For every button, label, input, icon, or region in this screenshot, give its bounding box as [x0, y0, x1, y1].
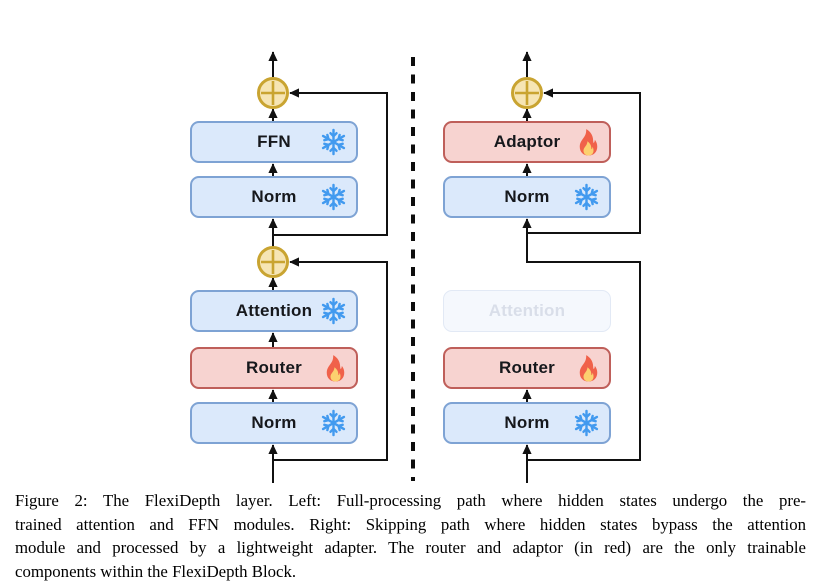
block-label: Attention: [235, 301, 313, 320]
router-block: Router: [190, 347, 358, 389]
block-label: Norm: [504, 187, 550, 206]
figure-caption: Figure 2: The FlexiDepth layer. Left: Fu…: [15, 489, 806, 583]
snowflake-icon: [319, 297, 348, 326]
connection-wires: [257, 51, 641, 483]
block-label: FFN: [257, 132, 291, 151]
caption-line: module and processed by a lightweight ad…: [15, 538, 806, 558]
snowflake-icon: [319, 128, 348, 157]
ffn-block: FFN: [190, 121, 358, 163]
fire-icon: [576, 353, 601, 383]
attention-block: Attention: [190, 290, 358, 332]
snowflake-icon: [572, 409, 601, 438]
adaptor-block: Adaptor: [443, 121, 611, 163]
caption-line: Figure 2: The FlexiDepth layer. Left: Fu…: [15, 491, 806, 510]
flexidepth-diagram: FFN Norm Attention: [190, 51, 641, 483]
residual-add-icon: [511, 77, 543, 109]
snowflake-icon: [319, 183, 348, 212]
block-label: Norm: [251, 413, 297, 432]
residual-add-icon: [257, 77, 289, 109]
block-label: Norm: [251, 187, 297, 206]
fire-icon: [323, 353, 348, 383]
attention-skipped-block: Attention: [443, 290, 611, 332]
snowflake-icon: [319, 409, 348, 438]
block-label: Attention: [488, 301, 566, 320]
norm-block: Norm: [443, 176, 611, 218]
caption-line: components within the FlexiDepth Block.: [15, 561, 297, 581]
block-label: Adaptor: [493, 132, 561, 151]
snowflake-icon: [572, 183, 601, 212]
block-label: Router: [499, 358, 555, 377]
norm-block: Norm: [443, 402, 611, 444]
fire-icon: [576, 127, 601, 157]
signal-flow-arrows: [268, 51, 641, 483]
router-block: Router: [443, 347, 611, 389]
residual-add-icon: [257, 246, 289, 278]
norm-block: Norm: [190, 176, 358, 218]
caption-line: trained attention and FFN modules. Right…: [15, 514, 806, 534]
norm-block: Norm: [190, 402, 358, 444]
block-label: Router: [246, 358, 302, 377]
block-label: Norm: [504, 413, 550, 432]
